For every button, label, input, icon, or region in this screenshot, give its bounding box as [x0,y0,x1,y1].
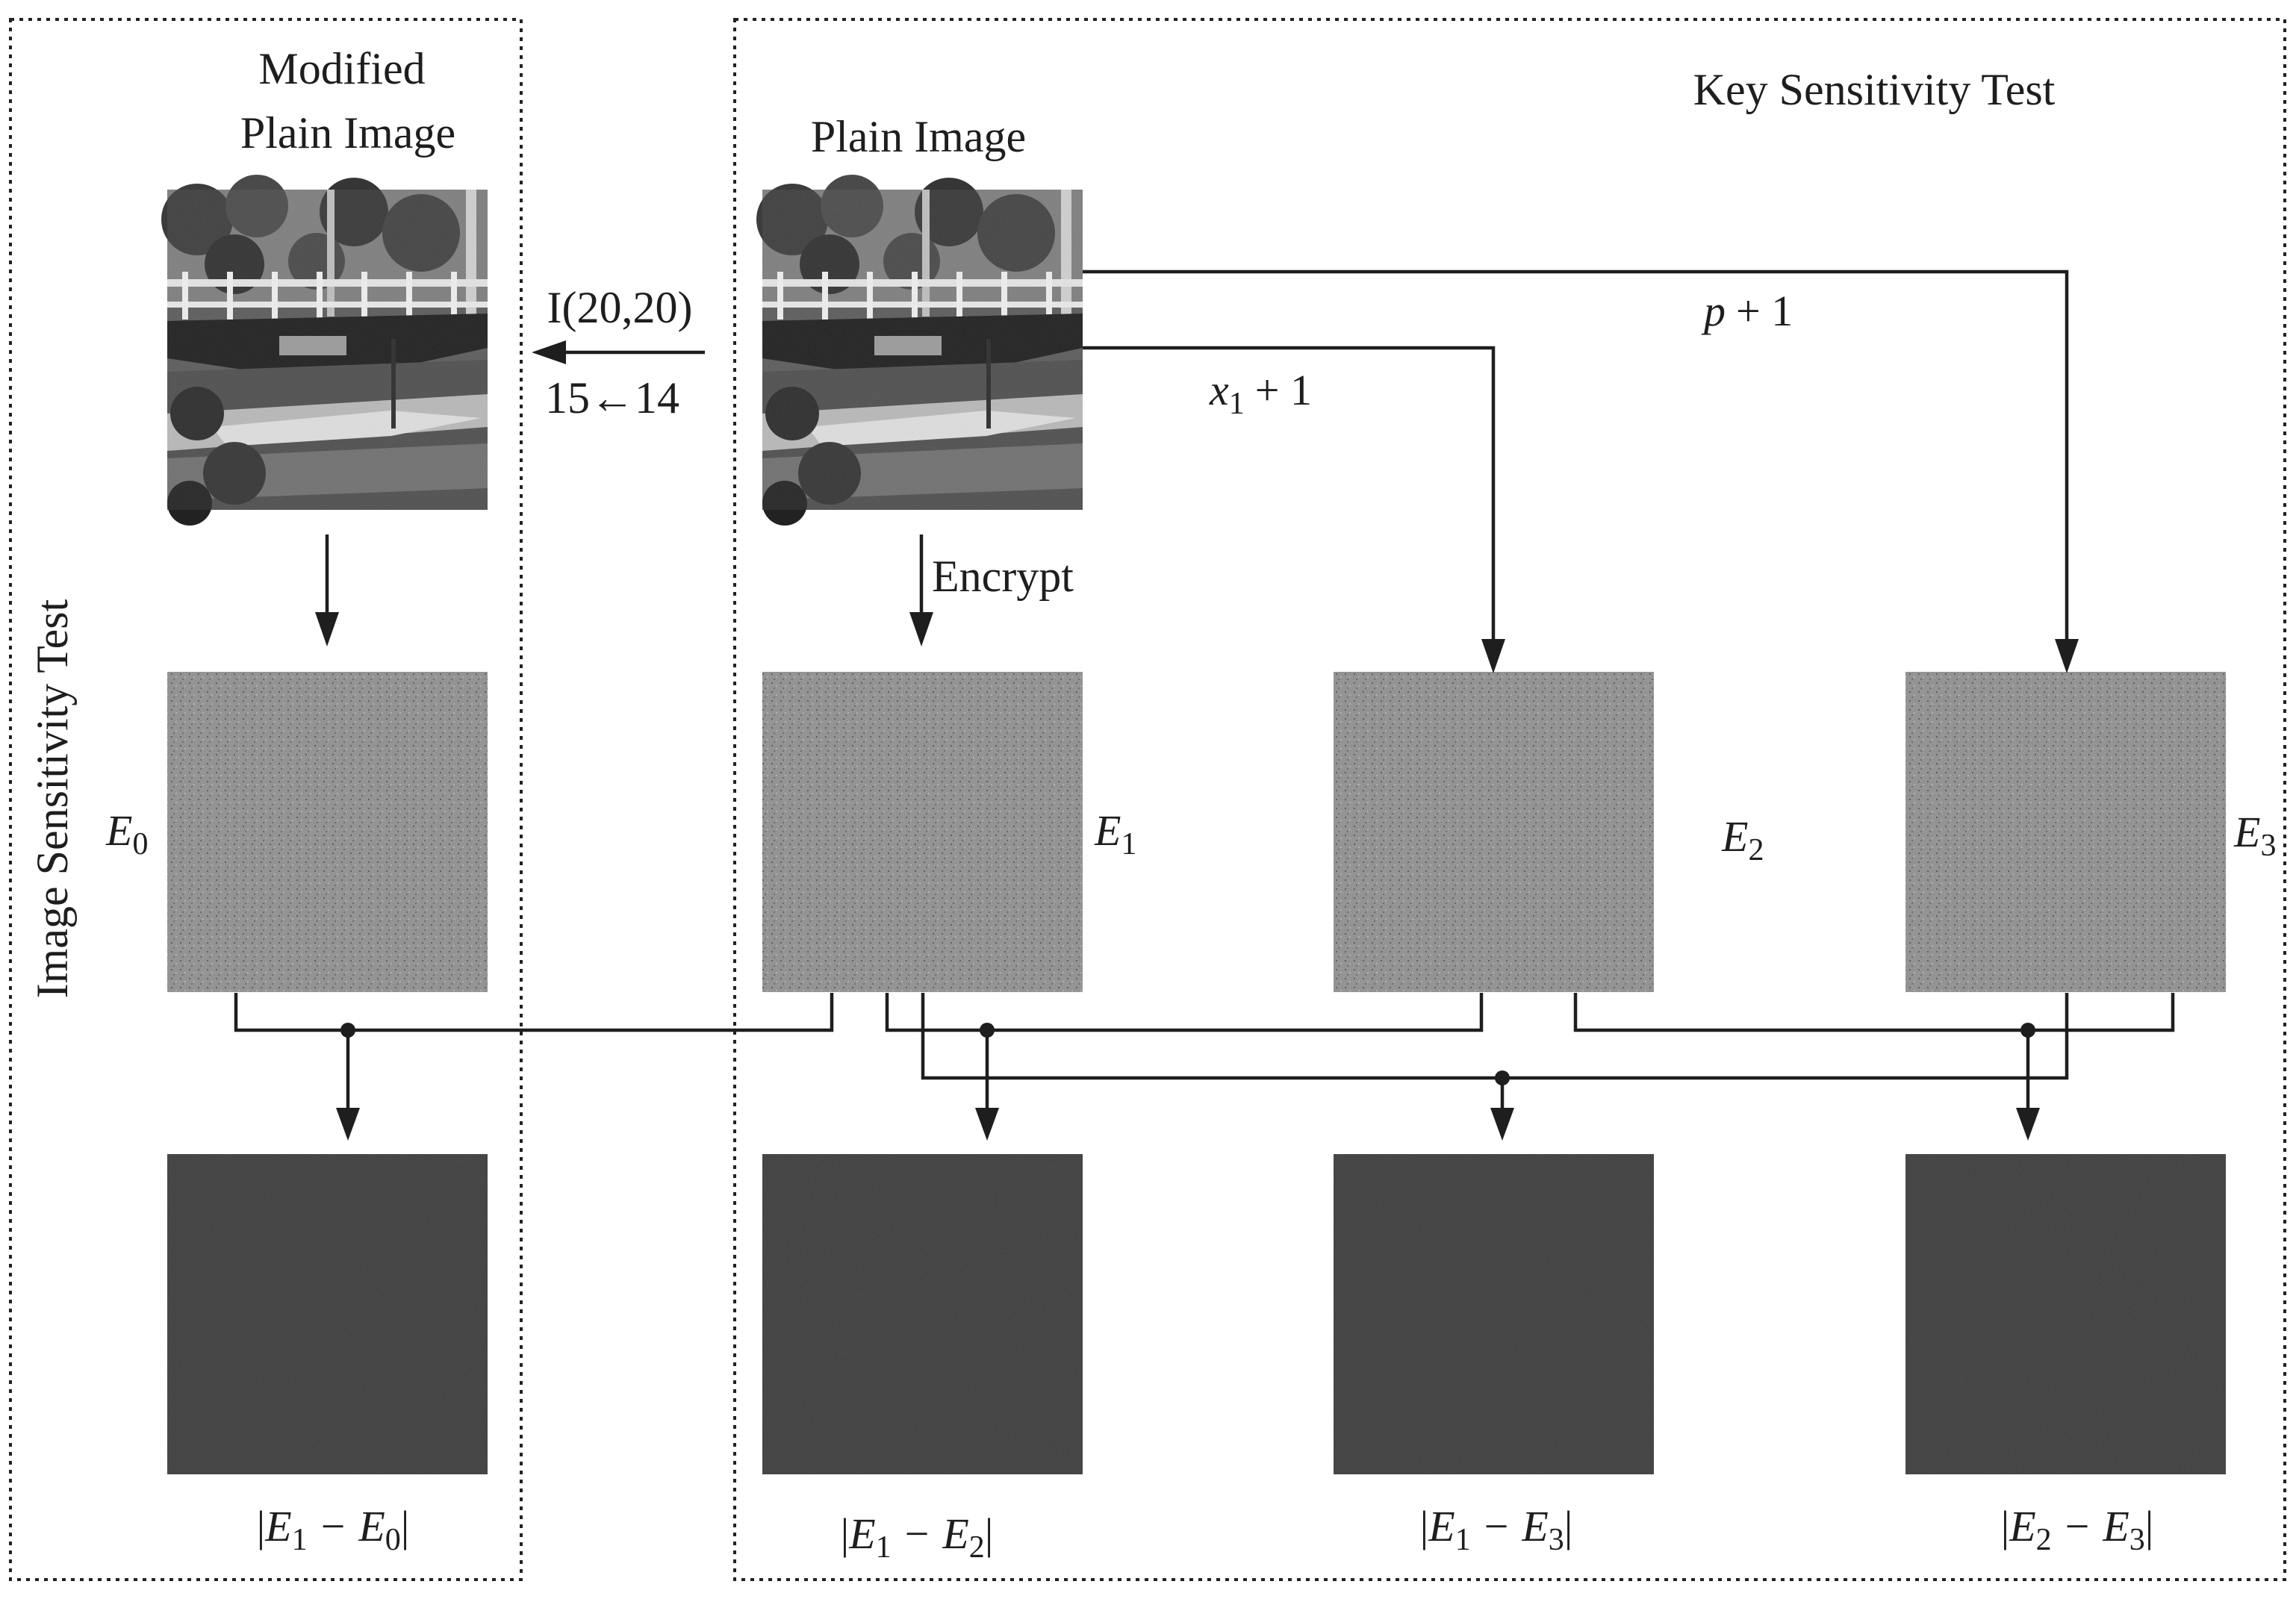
modified-image-label-line1: Modified [258,44,425,93]
modified-plain-image [161,175,488,526]
label-e3: E3 [2233,808,2276,863]
pixel-change-label: 15←14 [545,373,679,423]
encrypt-label: Encrypt [932,552,1074,601]
plain-image [756,175,1083,526]
difference-image-e1-e3 [1334,1154,1654,1474]
diff-connector-e2-e3 [1573,993,2175,1141]
modified-image-label-line2: Plain Image [240,108,455,158]
key-sensitivity-title: Key Sensitivity Test [1693,65,2056,114]
label-e0: E0 [105,806,148,861]
pixel-position-label: I(20,20) [547,283,693,332]
cipher-image-e1 [762,672,1083,992]
image-sensitivity-panel [9,18,523,1581]
label-diff-e1-e0: |E1−E0| [257,1502,410,1557]
label-diff-e1-e2: |E1−E2| [841,1509,994,1565]
label-e1: E1 [1094,806,1136,861]
diff-connector-e1-e2 [885,993,1484,1141]
cipher-image-e0 [167,672,488,992]
modify-pixel-arrow [532,340,705,364]
cipher-image-e3 [1905,672,2226,992]
difference-image-e2-e3 [1905,1154,2226,1474]
label-diff-e2-e3: |E2−E3| [2001,1502,2154,1557]
image-sensitivity-title: Image Sensitivity Test [28,599,77,998]
diff-connector-e1-e0 [234,993,834,1141]
encrypt-arrow-plain [909,534,933,646]
cipher-image-e2 [1334,672,1654,992]
difference-image-e1-e2 [762,1154,1083,1474]
diff-connector-e1-e3 [921,993,2069,1141]
encrypt-arrow-modified [315,534,339,646]
key-p-label: p+ 1 [1701,287,1793,335]
key-sensitivity-panel [733,18,2286,1581]
label-diff-e1-e3: |E1−E3| [1420,1502,1573,1557]
label-e2: E2 [1721,812,1764,867]
key-x1-connector [1083,346,1505,673]
plain-image-label: Plain Image [811,112,1026,161]
difference-image-e1-e0 [167,1154,488,1474]
key-x1-label: x1+ 1 [1209,366,1312,421]
key-p-connector [1083,269,2079,673]
